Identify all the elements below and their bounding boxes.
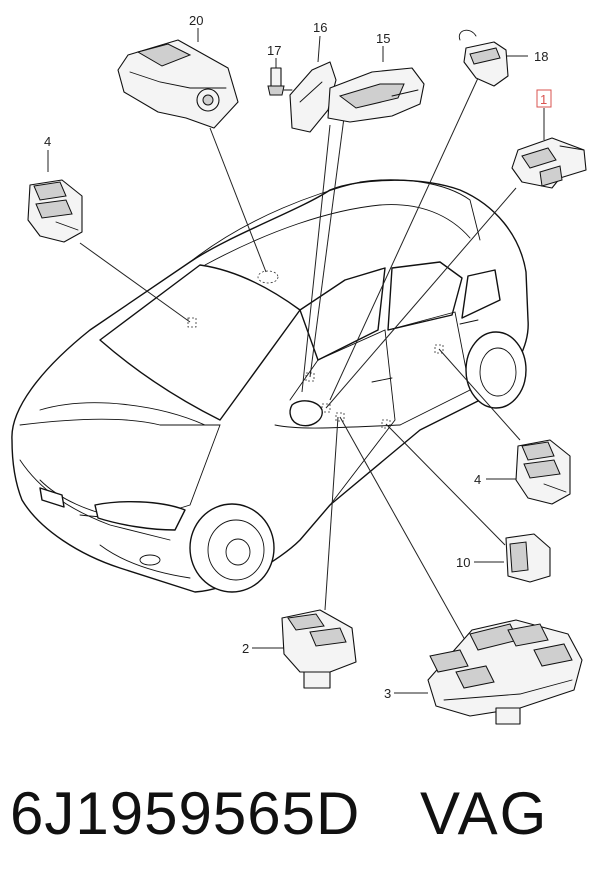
callout-18: 18: [534, 49, 548, 64]
callout-20: 20: [189, 13, 203, 28]
callout-3: 3: [384, 686, 391, 701]
part-4-window-switch-left: [27, 179, 83, 243]
part-4-window-switch-right: [515, 439, 571, 505]
part-2-door-switch: [281, 609, 357, 689]
part-20-motor-unit: [117, 39, 239, 129]
leader-lines: [47, 28, 545, 694]
callout-1: 1: [540, 92, 547, 107]
caption: 6J1959565D VAG: [0, 760, 600, 870]
part-15-cover: [327, 67, 425, 123]
part-17-screw: [267, 67, 293, 96]
part-10-switch: [505, 533, 551, 583]
callout-15: 15: [376, 31, 390, 46]
part-number: 6J1959565D: [10, 780, 361, 847]
part-1-switch: [511, 137, 587, 189]
callout-16: 16: [313, 20, 327, 35]
callout-17: 17: [267, 43, 281, 58]
part-3-master-switch: [427, 619, 583, 725]
brand-label: VAG: [420, 780, 549, 847]
callout-2: 2: [242, 641, 249, 656]
callout-1-highlight: [536, 89, 552, 108]
car-illustration: [11, 179, 529, 593]
callout-4-left: 4: [44, 134, 51, 149]
part-18-cap: [458, 29, 509, 87]
parts-diagram: 20 17 16 15 18 1 4 4 10 2 3: [11, 13, 587, 725]
callout-4-right: 4: [474, 472, 481, 487]
callout-10: 10: [456, 555, 470, 570]
